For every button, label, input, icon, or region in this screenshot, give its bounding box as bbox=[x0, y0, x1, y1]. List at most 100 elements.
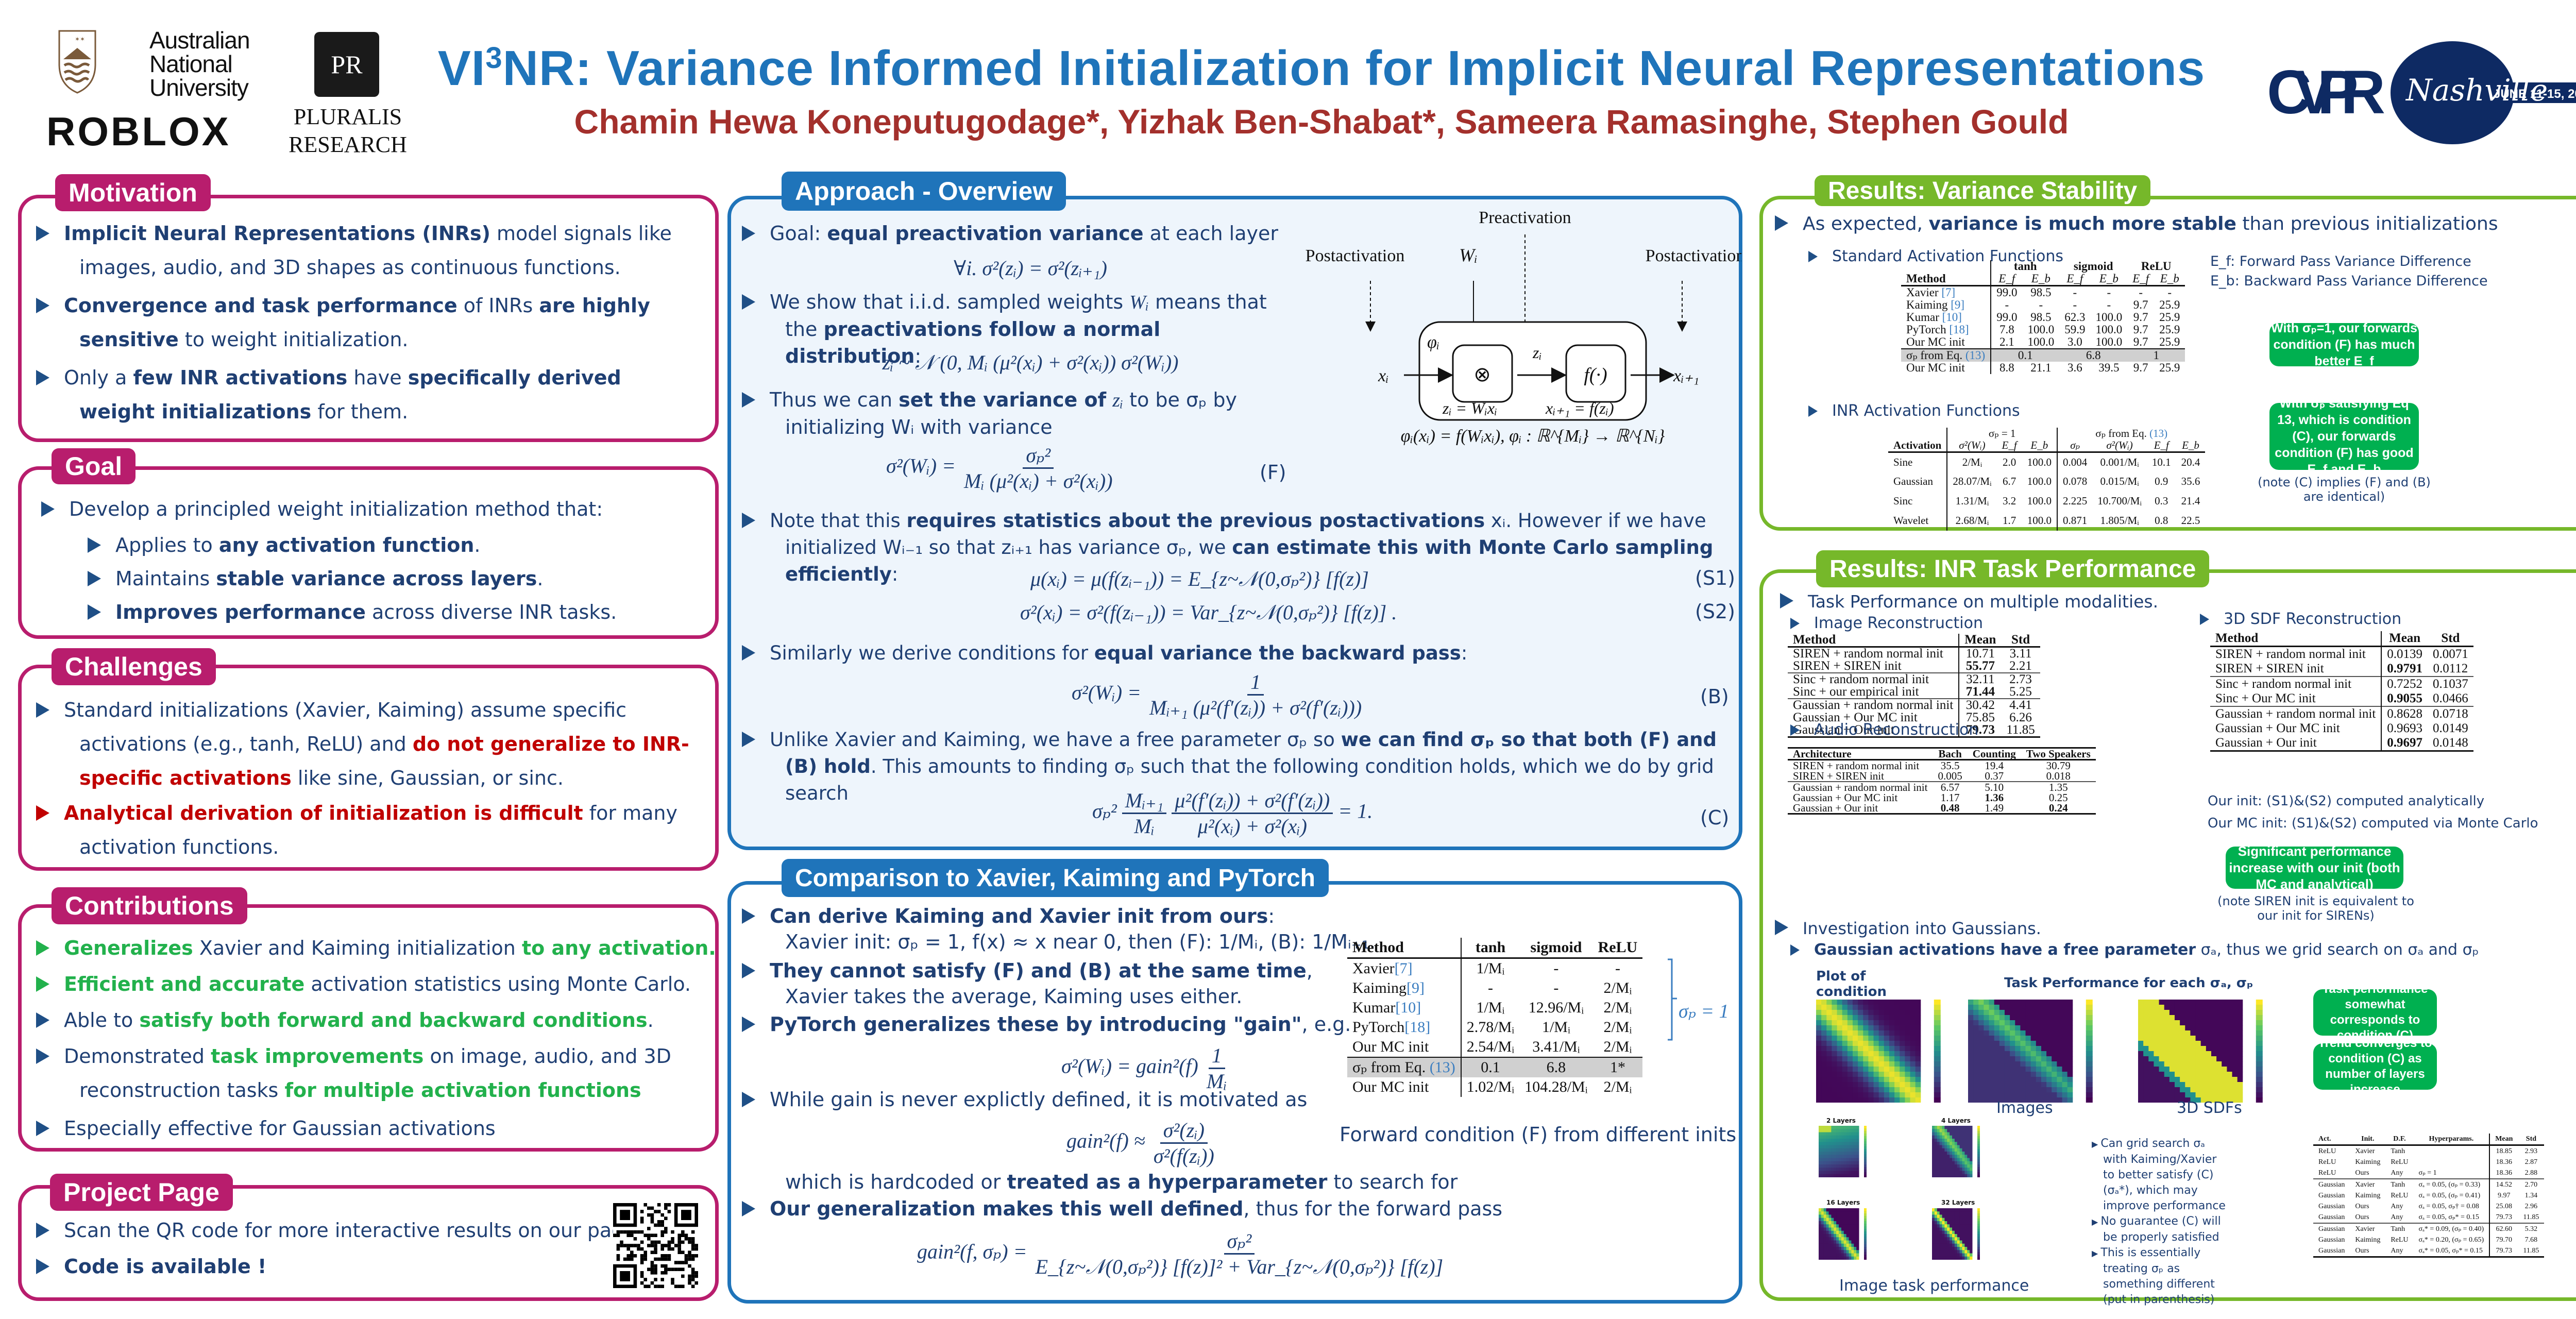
qr-code[interactable] bbox=[613, 1203, 698, 1288]
heatmap-cell bbox=[2046, 1087, 2052, 1093]
heatmap-cell bbox=[1889, 1030, 1895, 1036]
colorbar-segment bbox=[2256, 1061, 2263, 1067]
layer-2-heatmap bbox=[1819, 1126, 1867, 1177]
heatmap-cell bbox=[1863, 1005, 1869, 1010]
colorbar-segment bbox=[2256, 1077, 2263, 1083]
heatmap-cell bbox=[1846, 1145, 1850, 1149]
heatmap-cell bbox=[1973, 1097, 1979, 1103]
heatmap-cell bbox=[1952, 1230, 1955, 1235]
colorbar-segment bbox=[1977, 1157, 1980, 1160]
heatmap-cell bbox=[2169, 1020, 2175, 1026]
heatmap-cell bbox=[1832, 1092, 1838, 1098]
heatmap-cell bbox=[1942, 1224, 1945, 1228]
heatmap-cell bbox=[2004, 1015, 2010, 1021]
heatmap-cell bbox=[1843, 1132, 1847, 1136]
heatmap-cell bbox=[2216, 1000, 2222, 1005]
colorbar-segment bbox=[2256, 1030, 2263, 1036]
activation-fn-label: f(·) bbox=[1584, 364, 1607, 386]
heatmap-cell bbox=[1954, 1171, 1958, 1175]
heatmap-cell bbox=[1821, 1082, 1827, 1088]
heatmap-cell bbox=[1858, 1067, 1863, 1072]
heatmap-cell bbox=[2138, 1092, 2144, 1098]
heatmap-cell bbox=[2036, 1025, 2042, 1031]
heatmap-cell bbox=[1831, 1142, 1834, 1145]
heatmap-cell bbox=[1863, 1010, 1869, 1016]
heatmap-cell bbox=[1944, 1240, 1947, 1244]
colorbar-segment bbox=[1864, 1175, 1867, 1177]
bullet-icon bbox=[1808, 405, 1818, 417]
value-cell: 0.0139 bbox=[2381, 646, 2428, 662]
heatmap-cell bbox=[2200, 1056, 2207, 1062]
heatmap-cell bbox=[2164, 1056, 2170, 1062]
heatmap-cell bbox=[2030, 1056, 2037, 1062]
heatmap-cell bbox=[1846, 1214, 1850, 1219]
heatmap-cell bbox=[2211, 1036, 2217, 1041]
colorbar-segment bbox=[1934, 1030, 1941, 1036]
heatmap-cell bbox=[1868, 1005, 1874, 1010]
heatmap-cell bbox=[2195, 1020, 2201, 1026]
heatmap-cell bbox=[1868, 1041, 1874, 1046]
heatmap-cell bbox=[1959, 1126, 1963, 1129]
heatmap-cell bbox=[1837, 1015, 1843, 1021]
heatmap-cell bbox=[2015, 1036, 2021, 1041]
heatmap-cell bbox=[2237, 1015, 2243, 1021]
heatmap-cell bbox=[1989, 1046, 1995, 1052]
heatmap-cell bbox=[1934, 1243, 1938, 1247]
heatmap-cell bbox=[2010, 1082, 2015, 1088]
colorbar-segment bbox=[1864, 1224, 1867, 1227]
poster-authors: Chamin Hewa Koneputugodage*, Yizhak Ben-… bbox=[574, 103, 2069, 141]
column-header: Method bbox=[1352, 939, 1404, 956]
heatmap-cell bbox=[1968, 1097, 1974, 1103]
heatmap-cell bbox=[2041, 1005, 2047, 1010]
heatmap-cell bbox=[1834, 1214, 1837, 1219]
heatmap-cell bbox=[1821, 1092, 1827, 1098]
heatmap-cell bbox=[1968, 1046, 1974, 1052]
heatmap-cell bbox=[2206, 1056, 2212, 1062]
heatmap-cell bbox=[1826, 1211, 1829, 1215]
code-available-link[interactable]: Code is available ! bbox=[36, 1249, 266, 1283]
heatmap-cell bbox=[1852, 1030, 1858, 1036]
heatmap-cell bbox=[1819, 1250, 1822, 1254]
value-cell: Sinc + random normal init bbox=[1793, 672, 1929, 686]
heatmap-cell bbox=[1939, 1148, 1943, 1152]
heatmap-cell bbox=[1905, 1015, 1911, 1021]
heatmap-cell bbox=[2046, 1097, 2052, 1103]
heatmap-cell bbox=[1954, 1243, 1958, 1247]
heatmap-cell bbox=[1854, 1135, 1857, 1139]
heatmap-cell bbox=[1856, 1174, 1859, 1177]
value-cell bbox=[2414, 1157, 2490, 1168]
heatmap-cell bbox=[1821, 1256, 1824, 1260]
heatmap-cell bbox=[1959, 1227, 1963, 1231]
heatmap-cell bbox=[1939, 1230, 1943, 1235]
heatmap-cell bbox=[1978, 1077, 1984, 1083]
heatmap-cell bbox=[1828, 1211, 1832, 1215]
heatmap-cell bbox=[2030, 1097, 2037, 1103]
colorbar-segment bbox=[1864, 1252, 1867, 1255]
heatmap-cell bbox=[1821, 1046, 1827, 1052]
value-cell: 25.08 bbox=[2489, 1201, 2518, 1212]
heatmap-cell bbox=[2020, 1056, 2026, 1062]
heatmap-cell bbox=[1959, 1234, 1963, 1238]
heatmap-cell bbox=[1837, 1036, 1843, 1041]
heatmap-cell bbox=[1954, 1142, 1958, 1145]
bullet-icon bbox=[742, 294, 755, 310]
heatmap-cell bbox=[1849, 1237, 1852, 1241]
heatmap-cell bbox=[1841, 1135, 1844, 1139]
heatmap-cell bbox=[2169, 1097, 2175, 1103]
value-cell: 0.48 bbox=[1940, 802, 1960, 814]
heatmap-cell bbox=[1851, 1152, 1854, 1155]
heatmap-cell bbox=[2020, 1046, 2026, 1052]
heatmap-cell bbox=[2159, 1000, 2165, 1005]
heatmap-cell bbox=[1915, 1082, 1921, 1088]
heatmap-cell bbox=[1831, 1208, 1834, 1212]
heatmap-cell bbox=[1915, 1000, 1921, 1005]
colorbar-segment bbox=[1864, 1126, 1867, 1129]
heatmap-cell bbox=[1950, 1168, 1953, 1171]
heatmap-cell bbox=[1849, 1211, 1852, 1215]
heatmap-cell bbox=[1843, 1164, 1847, 1168]
heatmap-cell bbox=[1937, 1214, 1940, 1219]
heatmap-cell bbox=[1841, 1224, 1844, 1228]
column-header: Architecture bbox=[1793, 748, 1852, 760]
